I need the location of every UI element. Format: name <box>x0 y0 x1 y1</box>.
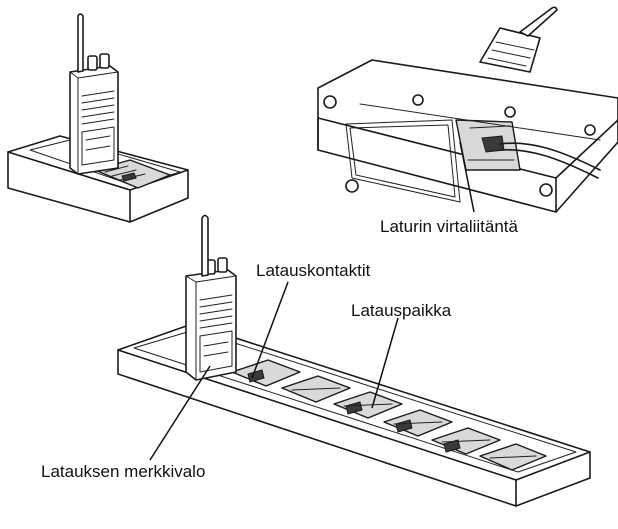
single-charger-illustration <box>7 13 189 223</box>
leader-charging-slot <box>371 317 399 409</box>
multi-charger-illustration <box>117 214 591 507</box>
label-charging-slot: Latauspaikka <box>351 301 452 320</box>
leader-charge-indicator <box>149 365 211 461</box>
label-charge-indicator: Latauksen merkkivalo <box>41 462 206 481</box>
charger-underside-illustration <box>317 6 618 213</box>
leader-charging-contacts <box>251 281 289 379</box>
leader-power-port <box>459 141 475 213</box>
label-charging-contacts: Latauskontaktit <box>256 261 371 280</box>
label-power-port: Laturin virtaliitäntä <box>380 217 518 236</box>
